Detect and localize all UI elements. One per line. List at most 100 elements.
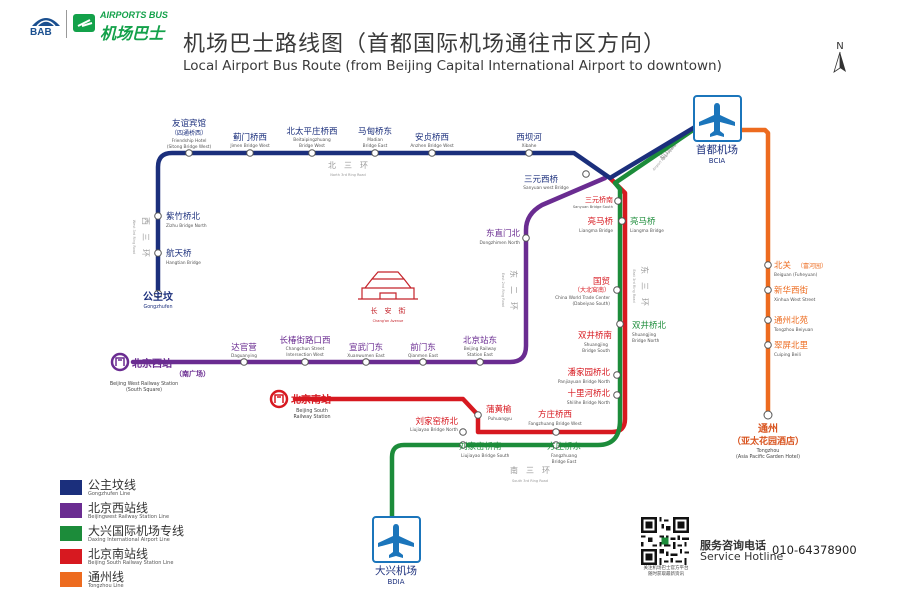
terminal-tongzhou-en: Tongzhou — [756, 448, 780, 454]
station-dot-xinhua — [764, 286, 772, 294]
station-label-en: Dongzhimen North — [480, 240, 521, 246]
logo-divider — [66, 10, 67, 38]
station-label-en: Shilihe Bridge North — [567, 400, 610, 406]
south-3rd-ring-label: 南 三 环 — [510, 465, 550, 475]
station-label-zh: 紫竹桥北 — [166, 211, 201, 222]
terminal-beijingxi-en2: (South Square) — [126, 387, 162, 393]
route-line-purple — [130, 175, 608, 365]
station-label-en: Panjiayuan Bridge North — [558, 379, 610, 385]
station-label-zh: 前门东 — [410, 342, 436, 353]
station-dot-beijingzhan — [476, 358, 484, 366]
qr-code-icon[interactable] — [641, 517, 689, 565]
legend-label-en: Beijing South Railway Station Line — [88, 560, 174, 566]
changan-avenue-label-en: Chang'an Avenue — [373, 319, 404, 323]
station-label-en: Shuangjing — [584, 342, 608, 348]
station-dot-puhuangyu — [474, 411, 482, 419]
station-label-zh: 东直门北 — [486, 228, 521, 239]
airplane-icon — [699, 103, 735, 137]
station-dot-liujiayaobei — [459, 428, 467, 436]
station-label-en: Fangzhuang Bridge West — [528, 421, 582, 427]
station-dot-fangzhuangdong — [552, 441, 560, 449]
station-label-zh: 国贸 — [593, 276, 610, 287]
qr-caption-line-2: 随时获取最新资讯 — [648, 572, 684, 577]
route-line-green — [389, 125, 699, 523]
hotline-label-zh: 服务咨询电话 — [700, 539, 766, 552]
station-label-en: Beiguan (Fuheyuan) — [774, 272, 818, 278]
station-label-zh2: （富河园） — [797, 262, 827, 270]
station-dot-tongzhou — [763, 410, 773, 420]
legend-label-en: Tongzhou Line — [88, 583, 124, 589]
bab-logo-icon — [32, 18, 60, 27]
east-3rd-ring-label: 东 三 环 — [640, 266, 650, 306]
station-label-en: Xibahe — [522, 143, 537, 149]
changan-avenue-label: 长 安 街 — [371, 306, 406, 315]
station-label-zh: 北太平庄桥西 — [286, 126, 337, 137]
station-label-en: Qianmen East — [408, 353, 438, 359]
station-label-en2: Bridge South — [582, 348, 610, 354]
bcia-label-zh: 首都机场 — [696, 143, 738, 156]
station-label-en: Hangtian Bridge — [166, 260, 201, 266]
station-label-zh: 双井桥北 — [632, 320, 667, 331]
station-label-zh: 西坝河 — [516, 132, 542, 143]
station-label-en: Xuanwumen East — [347, 353, 385, 359]
station-dot-hangtian — [154, 249, 162, 257]
terminal-icons — [110, 352, 289, 409]
terminal-tongzhou-sub: （亚太花园酒店） — [732, 435, 804, 447]
station-label-en2: Intersection West — [286, 352, 324, 358]
station-label-zh: 刘家窑桥南 — [459, 441, 502, 452]
station-label-en: Sanyuan west Bridge — [523, 185, 569, 191]
station-label-en: Liujiayao Bridge South — [461, 453, 510, 459]
station-label-en: Cuiping Beili — [774, 352, 801, 358]
hotline-number[interactable]: 010-64378900 — [772, 543, 857, 557]
station-label-en: Jimen Bridge West — [229, 143, 270, 149]
station-label-en: China World Trade Center — [555, 295, 610, 301]
legend-swatch — [60, 480, 82, 495]
legend-swatch — [60, 503, 82, 518]
qr-caption-line-1: 关注机场巴士官方平台 — [643, 566, 689, 571]
station-label-en: Beijing Railway — [464, 346, 497, 352]
station-dot-qianmen — [419, 358, 427, 366]
station-label-en: Changchun Street — [286, 346, 325, 352]
terminal-tongzhou-zh: 通州 — [758, 423, 778, 435]
station-label-en2: Station East — [467, 352, 493, 358]
page-subtitle: Local Airport Bus Route (from Beijing Ca… — [183, 58, 722, 74]
station-dot-sanyuannan — [614, 197, 622, 205]
station-label-en: Sanyuan Bridge South — [573, 205, 613, 209]
station-dot-liujiayaonan — [459, 441, 467, 449]
station-label-en: Liujiayao Bridge North — [410, 427, 458, 433]
station-label-zh: 亮马桥 — [630, 216, 656, 227]
terminal-beijingxi-zh: 北京西站 — [132, 357, 172, 370]
station-label-zh: 蓟门桥西 — [233, 132, 267, 143]
station-label-en: Liangma Bridge — [579, 228, 613, 234]
page-title: 机场巴士路线图（首都国际机场通往市区方向） — [183, 32, 667, 57]
legend-label-zh: 北京南站线 — [88, 547, 149, 561]
station-label-en: Anzhen Bridge West — [410, 143, 454, 149]
station-dot-guomao — [613, 286, 621, 294]
bcia-airport-icon — [693, 95, 742, 142]
legend-label-zh: 公主坟线 — [88, 478, 137, 492]
terminal-beijingnan-zh: 北京南站 — [291, 393, 331, 406]
station-dot-xibahe — [525, 149, 533, 157]
station-dot-jimen — [246, 149, 254, 157]
north-3rd-ring-label-en: North 3rd Ring Road — [330, 173, 366, 177]
station-label-en2: (Dabeiyao South) — [572, 301, 610, 307]
station-dot-madian — [371, 149, 379, 157]
east-2nd-ring-label-en: East 2nd Ring Road — [501, 273, 505, 307]
station-label-en: Beitaipingzhuang — [293, 137, 331, 143]
airports-bus-logo-icon — [73, 14, 95, 32]
terminal-beijingxi-en: Beijing West Railway Station — [110, 381, 178, 387]
station-dot-changchunjie — [301, 358, 309, 366]
station-label-zh: 亮马桥 — [587, 216, 613, 227]
legend-label-en: Gongzhufen Line — [88, 491, 131, 497]
station-label-zh: 马甸桥东 — [358, 126, 392, 137]
station-dot-beiguan — [764, 261, 772, 269]
east-2nd-ring-label: 东 二 环 — [509, 270, 519, 310]
west-3rd-ring-label-en: West 3rd Ring Road — [132, 220, 136, 254]
station-label-zh: 航天桥 — [166, 248, 192, 259]
station-dot-zizhu — [154, 212, 162, 220]
terminal-beijingnan-en: Beijing South — [296, 408, 328, 414]
legend-label-en: Beijingwest Railway Station Line — [88, 514, 170, 520]
station-dot-xuanwumen — [362, 358, 370, 366]
station-label-en: Tongzhou Beiyuan — [773, 327, 813, 333]
station-label-zh: 翠屏北里 — [774, 341, 809, 351]
